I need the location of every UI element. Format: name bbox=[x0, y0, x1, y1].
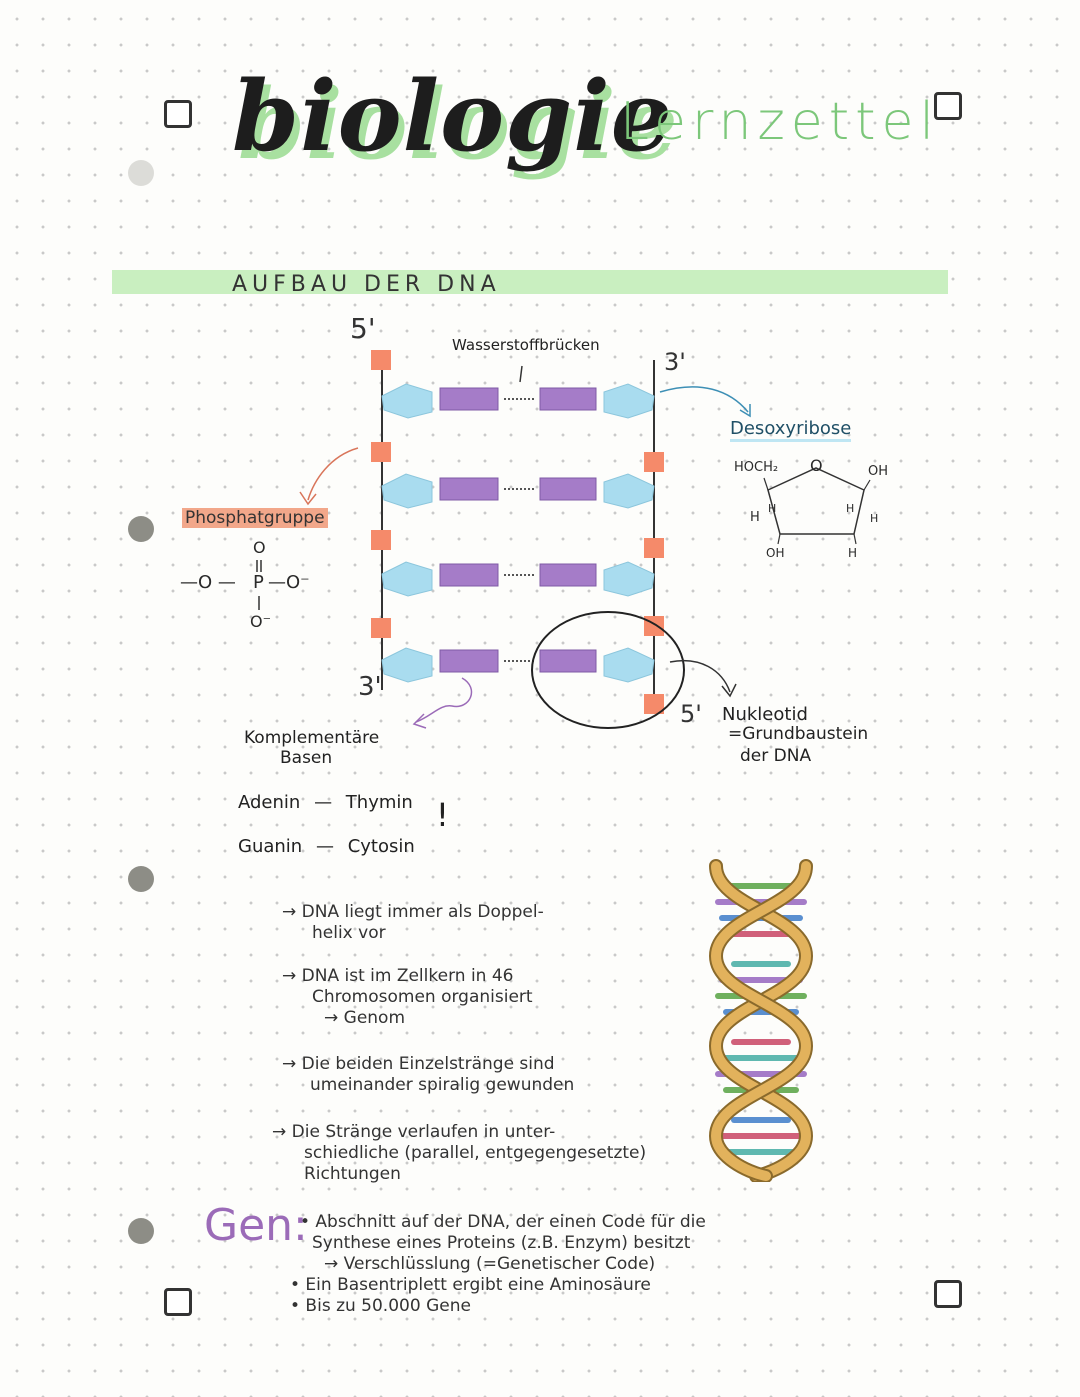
sugar-left-4 bbox=[381, 647, 433, 683]
gen-line-5: • Bis zu 50.000 Gene bbox=[290, 1296, 471, 1316]
sugar-h-bottom: H bbox=[848, 546, 858, 560]
gen-heading: Gen: bbox=[204, 1200, 308, 1251]
sugar-hoch2: HOCH₂ bbox=[734, 460, 779, 475]
phosphate-right-1 bbox=[644, 452, 664, 472]
sugar-o: O bbox=[810, 456, 823, 475]
gen-line-3: → Verschlüsslung (=Genetischer Code) bbox=[324, 1254, 656, 1274]
deoxyribose-ring bbox=[767, 467, 865, 535]
base-pair-row-1: Adenin — Thymin bbox=[238, 792, 413, 813]
gen-line-4: • Ein Basentriplett ergibt eine Aminosäu… bbox=[290, 1275, 651, 1295]
gen-line-1: • Abschnitt auf der DNA, der einen Code … bbox=[300, 1212, 706, 1232]
base-pair-dash-2: — bbox=[315, 836, 334, 857]
sugar-h1: H bbox=[750, 510, 760, 525]
sugar-h3: H bbox=[846, 502, 855, 515]
sugar-oh-bottom: OH bbox=[766, 546, 785, 560]
double-helix-illustration bbox=[708, 859, 814, 1182]
base-pair-4 bbox=[439, 649, 597, 673]
punch-hole-4 bbox=[128, 1218, 154, 1244]
arrow-deoxyribose bbox=[659, 386, 749, 413]
base-pair-dash-1: — bbox=[314, 792, 333, 813]
sugar-left-2 bbox=[381, 473, 433, 509]
note-2: → DNA ist im Zellkern in 46 Chromosomen … bbox=[282, 966, 533, 1028]
hydrogen-bonds-label: Wasserstoffbrücken bbox=[452, 336, 600, 354]
nucleotide-desc-1: =Grundbaustein bbox=[728, 724, 869, 744]
sugar-left-3 bbox=[381, 561, 433, 597]
sugar-h4: H bbox=[870, 512, 879, 525]
section-highlight bbox=[112, 270, 948, 294]
phosphate-left-4 bbox=[371, 618, 391, 638]
gen-definition: • Abschnitt auf der DNA, der einen Code … bbox=[290, 1212, 706, 1317]
strand-label-5-top: 5' bbox=[350, 312, 376, 345]
base-pair-3 bbox=[439, 563, 597, 587]
phosphate-o-bottom: O⁻ bbox=[250, 612, 272, 631]
sugar-oh-top: OH bbox=[868, 464, 889, 479]
nucleotide-label: Nukleotid bbox=[722, 704, 808, 725]
section-title: AUFBAU DER DNA bbox=[232, 272, 501, 297]
phosphate-left-bond: —O — bbox=[180, 572, 236, 593]
strand-label-3-top: 3' bbox=[664, 348, 686, 376]
arrow-complementary-head bbox=[412, 713, 427, 729]
base-pair-1 bbox=[439, 387, 597, 411]
complementary-label-2: Basen bbox=[280, 748, 333, 768]
sugar-right-1 bbox=[603, 383, 655, 419]
phosphate-right-bond: —O⁻ bbox=[268, 572, 310, 593]
base-guanin: Guanin bbox=[238, 836, 303, 857]
base-cytosin: Cytosin bbox=[347, 836, 415, 857]
exclamation-mark: ! bbox=[436, 796, 449, 834]
dna-ladder-diagram bbox=[256, 350, 871, 729]
punch-hole-1 bbox=[128, 160, 154, 186]
page-subtitle: Lernzettel bbox=[620, 92, 940, 152]
phosphate-right-2 bbox=[644, 538, 664, 558]
arrow-complementary bbox=[415, 677, 473, 723]
arrow-phosphate-head bbox=[299, 491, 317, 506]
phosphate-label: Phosphatgruppe bbox=[182, 508, 328, 528]
sugar-right-3 bbox=[603, 561, 655, 597]
arrow-deoxyribose-head bbox=[739, 404, 751, 418]
phosphate-left-1 bbox=[371, 350, 391, 370]
gen-line-2: Synthese eines Proteins (z.B. Enzym) bes… bbox=[312, 1233, 691, 1253]
base-thymin: Thymin bbox=[345, 792, 413, 813]
corner-mark-top-right bbox=[934, 92, 962, 120]
base-pair-row-2: Guanin — Cytosin bbox=[238, 836, 415, 857]
deoxyribose-label: Desoxyribose bbox=[730, 418, 852, 442]
note-1: → DNA liegt immer als Doppel- helix vor bbox=[282, 902, 544, 943]
nucleotide-circle bbox=[531, 611, 685, 729]
page-title: biologie bbox=[232, 60, 673, 173]
note-4: → Die Stränge verlaufen in unter- schied… bbox=[272, 1122, 647, 1184]
base-pair-2 bbox=[439, 477, 597, 501]
arrow-hbond bbox=[519, 365, 523, 383]
strand-label-3-bottom: 3' bbox=[358, 672, 382, 702]
sugar-h2: H bbox=[768, 502, 777, 515]
arrow-phosphate bbox=[307, 447, 359, 501]
arrow-nucleotide-head bbox=[721, 683, 737, 698]
phosphate-left-3 bbox=[371, 530, 391, 550]
phosphate-o-top: O bbox=[253, 538, 266, 557]
phosphate-left-2 bbox=[371, 442, 391, 462]
punch-hole-2 bbox=[128, 516, 154, 542]
phosphate-right-4 bbox=[644, 694, 664, 714]
nucleotide-desc-2: der DNA bbox=[740, 746, 812, 766]
strand-label-5-bottom: 5' bbox=[680, 700, 702, 728]
complementary-label-1: Komplementäre bbox=[244, 728, 380, 748]
sugar-right-2 bbox=[603, 473, 655, 509]
corner-mark-bottom-left bbox=[164, 1288, 192, 1316]
corner-mark-top-left bbox=[164, 100, 192, 128]
arrow-nucleotide bbox=[669, 659, 731, 693]
note-3: → Die beiden Einzelstränge sind umeinand… bbox=[282, 1054, 575, 1095]
phosphate-p: P bbox=[253, 572, 264, 593]
corner-mark-bottom-right bbox=[934, 1280, 962, 1308]
base-adenin: Adenin bbox=[238, 792, 301, 813]
sugar-right-4 bbox=[603, 647, 655, 683]
punch-hole-3 bbox=[128, 866, 154, 892]
sugar-left-1 bbox=[381, 383, 433, 419]
